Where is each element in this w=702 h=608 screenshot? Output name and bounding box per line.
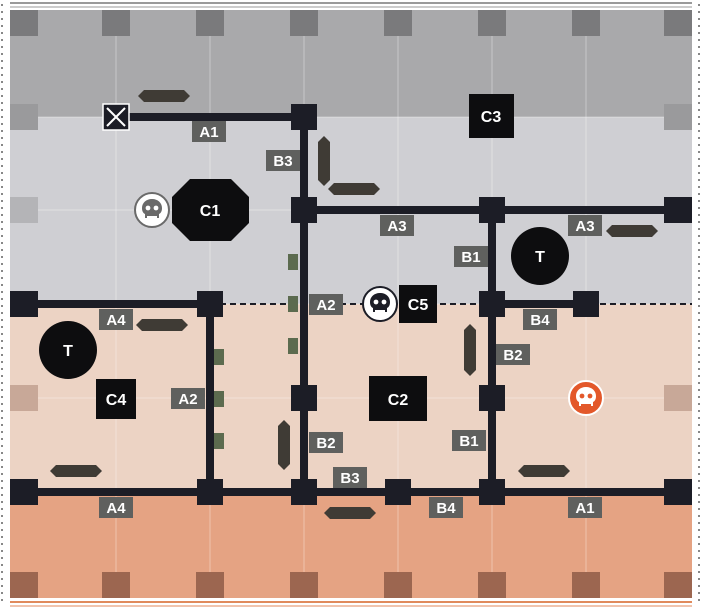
walls	[20, 113, 682, 496]
objective-c5[interactable]: C5	[399, 285, 437, 323]
doors	[214, 254, 298, 449]
svg-text:A2: A2	[316, 297, 335, 314]
label-a4-left: A4	[99, 309, 133, 330]
terminal-right-label: T	[535, 249, 545, 266]
svg-text:B3: B3	[340, 470, 359, 487]
cover-pieces	[50, 90, 658, 519]
label-a3-right: A3	[568, 215, 602, 236]
label-b4-bottom: B4	[429, 497, 463, 518]
svg-text:B2: B2	[316, 435, 335, 452]
terminal-right[interactable]: T	[511, 227, 569, 285]
label-b1-low: B1	[452, 430, 486, 451]
svg-text:A1: A1	[199, 124, 218, 141]
svg-text:A4: A4	[106, 312, 126, 329]
svg-text:A4: A4	[106, 500, 126, 517]
svg-text:B2: B2	[503, 347, 522, 364]
objective-c1-label: C1	[200, 203, 221, 220]
terminal-left[interactable]: T	[39, 321, 97, 379]
objective-c2-label: C2	[388, 392, 409, 409]
svg-text:B3: B3	[273, 153, 292, 170]
x-marker-icon	[102, 103, 130, 131]
label-a4-bottom: A4	[99, 497, 133, 518]
label-a1-top: A1	[192, 121, 226, 142]
label-b2-mid: B2	[309, 432, 343, 453]
label-a1-bottom: A1	[568, 497, 602, 518]
wall-junctions	[10, 104, 692, 505]
svg-text:B4: B4	[436, 500, 456, 517]
svg-text:B1: B1	[461, 249, 480, 266]
wall-labels: A1 B3 A3 A3 B1 A2 A4 B4 B2 A2 B2 B1 B3 A…	[99, 121, 602, 518]
label-b3-low: B3	[333, 467, 367, 488]
label-a3-mid: A3	[380, 215, 414, 236]
objective-c5-label: C5	[408, 297, 429, 314]
objective-c3[interactable]: C3	[469, 94, 514, 138]
label-b2-right: B2	[496, 344, 530, 365]
svg-text:B1: B1	[459, 433, 478, 450]
terminal-left-label: T	[63, 343, 73, 360]
svg-text:A3: A3	[387, 218, 406, 235]
svg-text:B4: B4	[530, 312, 550, 329]
svg-text:A2: A2	[178, 391, 197, 408]
edge-markers-bottom	[10, 572, 692, 598]
objective-c1[interactable]: C1	[172, 179, 249, 241]
svg-text:A1: A1	[575, 500, 594, 517]
objective-c4-label: C4	[106, 392, 127, 409]
svg-text:A3: A3	[575, 218, 594, 235]
skull-icon[interactable]	[134, 192, 170, 228]
label-b4-mid: B4	[523, 309, 557, 330]
objective-c2[interactable]: C2	[369, 376, 427, 421]
skull-icon[interactable]	[568, 380, 604, 416]
label-b3-top: B3	[266, 150, 300, 171]
label-b1-mid: B1	[454, 246, 488, 267]
label-a2-mid: A2	[309, 294, 343, 315]
label-a2-left: A2	[171, 388, 205, 409]
skull-icon[interactable]	[362, 286, 398, 322]
edge-markers-top	[10, 10, 692, 36]
objective-c4[interactable]: C4	[96, 379, 136, 419]
objective-c3-label: C3	[481, 109, 502, 126]
